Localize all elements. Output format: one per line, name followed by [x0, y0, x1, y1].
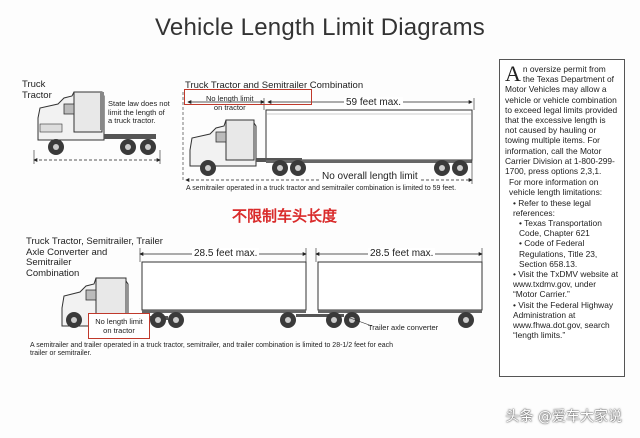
no-length-limit-highlight	[184, 89, 312, 105]
truck-tractor-heading: Truck Tractor	[22, 79, 52, 101]
semitrailer-combination-heading: Truck Tractor and Semitrailer Combinatio…	[185, 80, 364, 91]
no-overall-length-label: No overall length limit	[320, 171, 420, 182]
dropcap: A	[505, 61, 521, 86]
sidebar-list: • Refer to these legal references: • Tex…	[505, 198, 619, 341]
no-length-limit-highlight-double	[88, 313, 150, 339]
semitrailer-combination-illustration	[182, 92, 475, 184]
no-length-limit-label: No length limit on tractor	[206, 94, 254, 112]
dimension-28-5-feet-right: 28.5 feet max.	[368, 248, 436, 259]
dimension-28-5-feet-left: 28.5 feet max.	[192, 248, 260, 259]
page-title: Vehicle Length Limit Diagrams	[155, 14, 485, 41]
chinese-annotation: 不限制车头长度	[232, 207, 338, 225]
sidebar-item: • Visit the TxDMV website at www.txdmv.g…	[513, 269, 619, 300]
sidebar-item: • Code of Federal Regulations, Title 23,…	[519, 238, 598, 269]
double-combination-caption: A semitrailer and trailer operated in a …	[30, 342, 394, 357]
semitrailer-caption: A semitrailer operated in a truck tracto…	[186, 185, 457, 192]
no-length-limit-label-double: No length limit on tractor	[95, 317, 143, 335]
dimension-59-feet: 59 feet max.	[344, 97, 404, 108]
truck-tractor-illustration	[33, 91, 161, 164]
sidebar-item: • Refer to these legal references:	[513, 197, 591, 218]
watermark: 头条 @爱车大家说	[505, 409, 622, 425]
sidebar-item: • Texas Transportation Code, Chapter 621	[519, 218, 602, 239]
truck-tractor-note: State law does not limit the length of a…	[108, 99, 170, 125]
double-combination-heading: Truck Tractor, Semitrailer, Trailer Axle…	[26, 236, 163, 279]
sidebar-more: For more information on vehicle length l…	[509, 177, 603, 198]
sidebar-item: • Visit the Federal Highway Administrati…	[513, 299, 614, 341]
trailer-axle-converter-label: Trailer axle converter	[368, 323, 439, 332]
